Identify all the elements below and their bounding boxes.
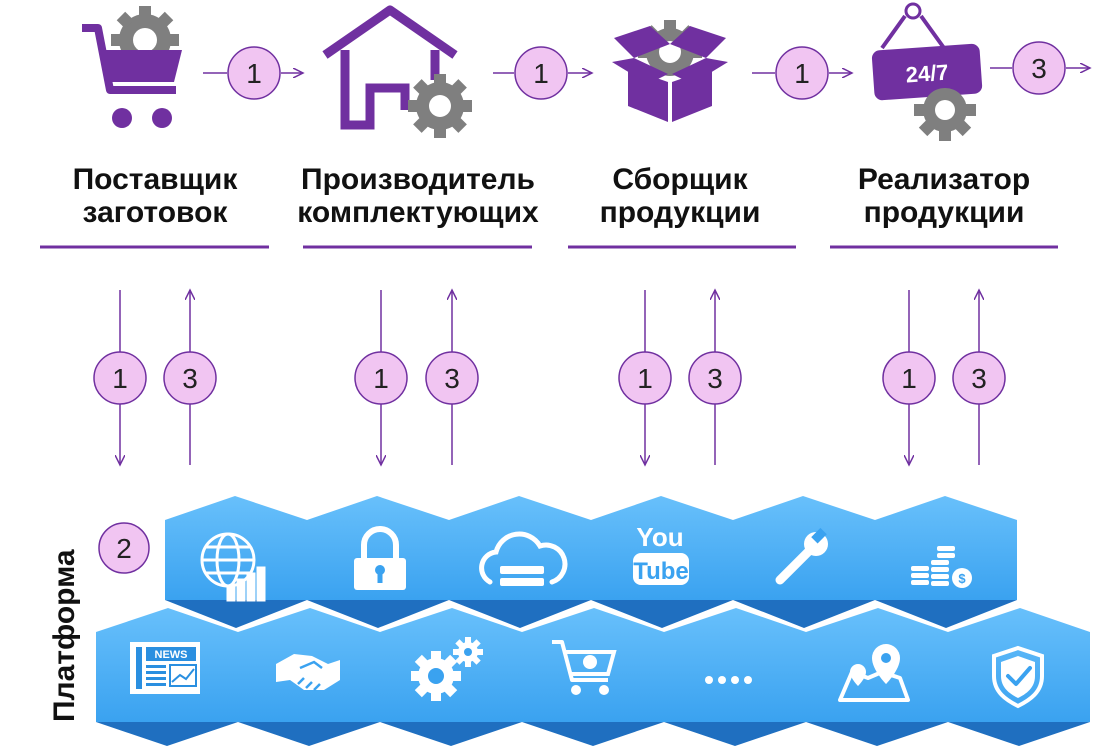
step-badge-label: 1 <box>246 58 262 89</box>
platform-cubes-bottom <box>96 608 1090 746</box>
step-badge <box>688 351 742 405</box>
cube <box>806 608 948 746</box>
vertical-arrows-1: 1 3 <box>93 290 217 465</box>
svg-text:$: $ <box>958 571 966 586</box>
stage-title-line2: продукции <box>600 196 761 229</box>
step-badge <box>514 46 568 100</box>
stage-title-2: Производитель комплектующих <box>297 163 539 249</box>
youtube-you: You <box>636 522 683 552</box>
step-badge-label: 3 <box>707 363 723 394</box>
step-badge <box>163 351 217 405</box>
stage-title-1: Поставщик заготовок <box>40 163 269 249</box>
step-badge-label: 3 <box>971 363 987 394</box>
step-badge-label: 1 <box>533 58 549 89</box>
cart-gear-icon <box>82 6 182 128</box>
cloud-server-icon <box>479 531 568 586</box>
platform-cubes-top <box>165 496 1017 628</box>
cube <box>733 496 875 628</box>
padlock-icon <box>354 526 406 590</box>
step-badge-label: 1 <box>112 363 128 394</box>
stage-title-line2: комплектующих <box>297 196 539 229</box>
flow-arrow-4: 3 <box>990 41 1090 95</box>
step-badge-label: 3 <box>182 363 198 394</box>
news-icon: NEWS <box>130 642 200 694</box>
shield-check-icon <box>992 645 1044 709</box>
flow-arrow-2: 1 <box>493 46 592 100</box>
stage-title-line2: продукции <box>864 196 1025 229</box>
step-badge <box>775 46 829 100</box>
ellipsis-icon <box>705 676 752 684</box>
cube <box>165 496 307 628</box>
stage-title-line1: Поставщик <box>73 163 239 196</box>
gear-icon <box>914 88 976 141</box>
vertical-arrows-2: 1 3 <box>354 290 479 465</box>
handshake-icon <box>276 654 340 691</box>
cube <box>449 496 591 628</box>
shopping-cart-icon <box>552 640 617 695</box>
cube <box>522 608 664 746</box>
step-badge <box>882 351 936 405</box>
coins-icon: $ <box>911 546 972 588</box>
news-text: NEWS <box>155 649 188 661</box>
flow-arrow-3: 1 <box>752 46 852 100</box>
platform-badge-label: 2 <box>116 533 132 564</box>
step-badge-label: 1 <box>637 363 653 394</box>
step-badge <box>227 46 281 100</box>
step-badge-label: 3 <box>1031 53 1047 84</box>
platform-badge <box>98 522 150 574</box>
cube <box>591 496 733 628</box>
step-badge-label: 1 <box>794 58 810 89</box>
stage-title-4: Реализатор продукции <box>830 163 1058 249</box>
cube <box>307 496 449 628</box>
wrench-icon <box>775 527 828 585</box>
map-pin-icon <box>838 644 910 702</box>
youtube-icon: You Tube <box>633 522 689 585</box>
step-badge-label: 3 <box>444 363 460 394</box>
platform-label: Платформа <box>48 549 81 722</box>
flow-arrow-1: 1 <box>203 46 303 100</box>
step-badge <box>618 351 672 405</box>
sign-text: 24/7 <box>905 60 949 88</box>
stage-title-3: Сборщик продукции <box>568 163 796 249</box>
house-gear-icon <box>322 5 472 138</box>
stage-title-line1: Производитель <box>301 163 535 196</box>
sign-24-7-gear-icon: 24/7 <box>871 2 983 141</box>
step-badge <box>354 351 408 405</box>
youtube-tube: Tube <box>633 558 689 585</box>
step-badge <box>93 351 147 405</box>
step-badge-label: 1 <box>373 363 389 394</box>
box-gear-icon <box>612 20 728 122</box>
stage-title-line2: заготовок <box>83 196 229 229</box>
stage-title-line1: Реализатор <box>858 163 1030 196</box>
step-badge <box>952 351 1006 405</box>
stage-title-line1: Сборщик <box>612 163 748 196</box>
step-badge-label: 1 <box>901 363 917 394</box>
step-badge <box>425 351 479 405</box>
vertical-arrows-3: 1 3 <box>618 290 742 465</box>
vertical-arrows-4: 1 3 <box>882 290 1006 465</box>
globe-chart-icon <box>200 532 266 602</box>
gear-icon <box>408 74 472 138</box>
step-badge <box>1012 41 1066 95</box>
cube <box>664 608 806 746</box>
